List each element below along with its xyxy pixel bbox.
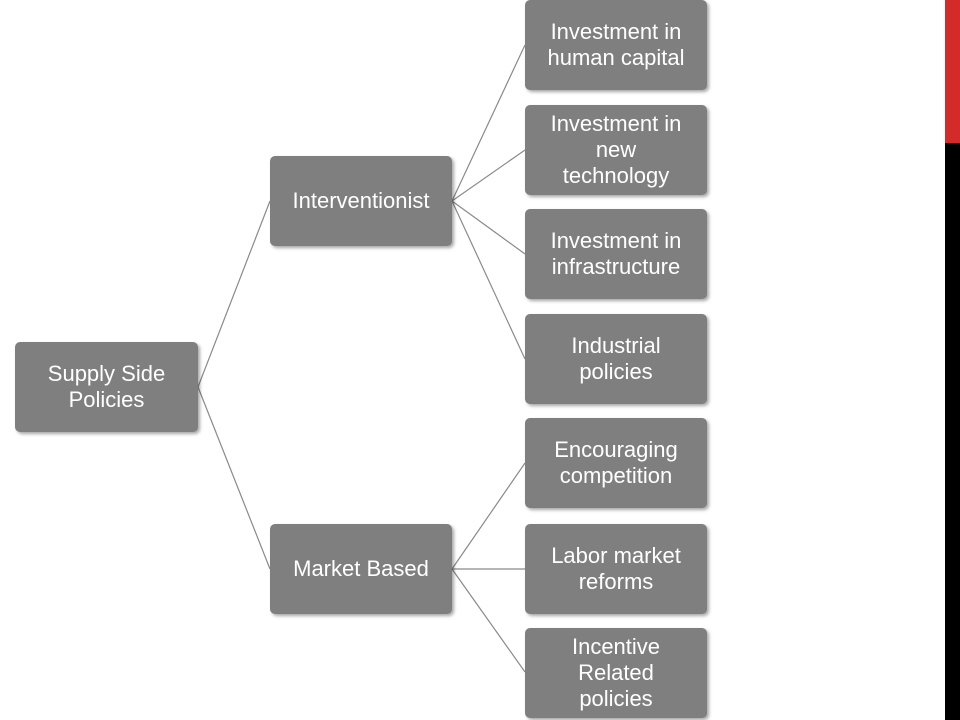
connector-interventionist-child-1 (451, 44, 526, 202)
leaf-node-label: Industrial policies (571, 333, 661, 384)
leaf-node-new-technology: Investment in new technology (525, 105, 707, 195)
connector-interventionist-child-2 (451, 149, 526, 202)
connector-interventionist-child-4 (451, 200, 526, 360)
leaf-node-incentive-related-policies: Incentive Related policies (525, 628, 707, 718)
leaf-node-encouraging-competition: Encouraging competition (525, 418, 707, 508)
leaf-node-label: Investment in new technology (550, 111, 682, 188)
leaf-node-label: Investment in human capital (547, 19, 685, 70)
branch-node-interventionist: Interventionist (270, 156, 452, 246)
connector-market-based-child-3 (451, 568, 526, 673)
leaf-node-infrastructure: Investment in infrastructure (525, 209, 707, 299)
root-node: Supply Side Policies (15, 342, 198, 432)
leaf-node-human-capital: Investment in human capital (525, 0, 707, 90)
leaf-node-industrial-policies: Industrial policies (525, 314, 707, 404)
leaf-node-label: Incentive Related policies (571, 634, 661, 711)
accent-bar-red (945, 0, 960, 143)
leaf-node-label: Investment in infrastructure (550, 228, 682, 279)
connector-root-interventionist (197, 200, 271, 388)
branch-node-label: Interventionist (292, 188, 430, 213)
branch-node-market-based: Market Based (270, 524, 452, 614)
accent-bar-black (945, 143, 960, 720)
connector-root-market-based (197, 386, 271, 570)
connector-interventionist-child-3 (451, 200, 526, 255)
leaf-node-label: Encouraging competition (554, 437, 678, 488)
connector-market-based-child-1 (451, 462, 526, 570)
leaf-node-label: Labor market reforms (551, 543, 681, 594)
branch-node-label: Market Based (293, 556, 429, 581)
root-node-label: Supply Side Policies (47, 361, 166, 412)
leaf-node-labor-market-reforms: Labor market reforms (525, 524, 707, 614)
